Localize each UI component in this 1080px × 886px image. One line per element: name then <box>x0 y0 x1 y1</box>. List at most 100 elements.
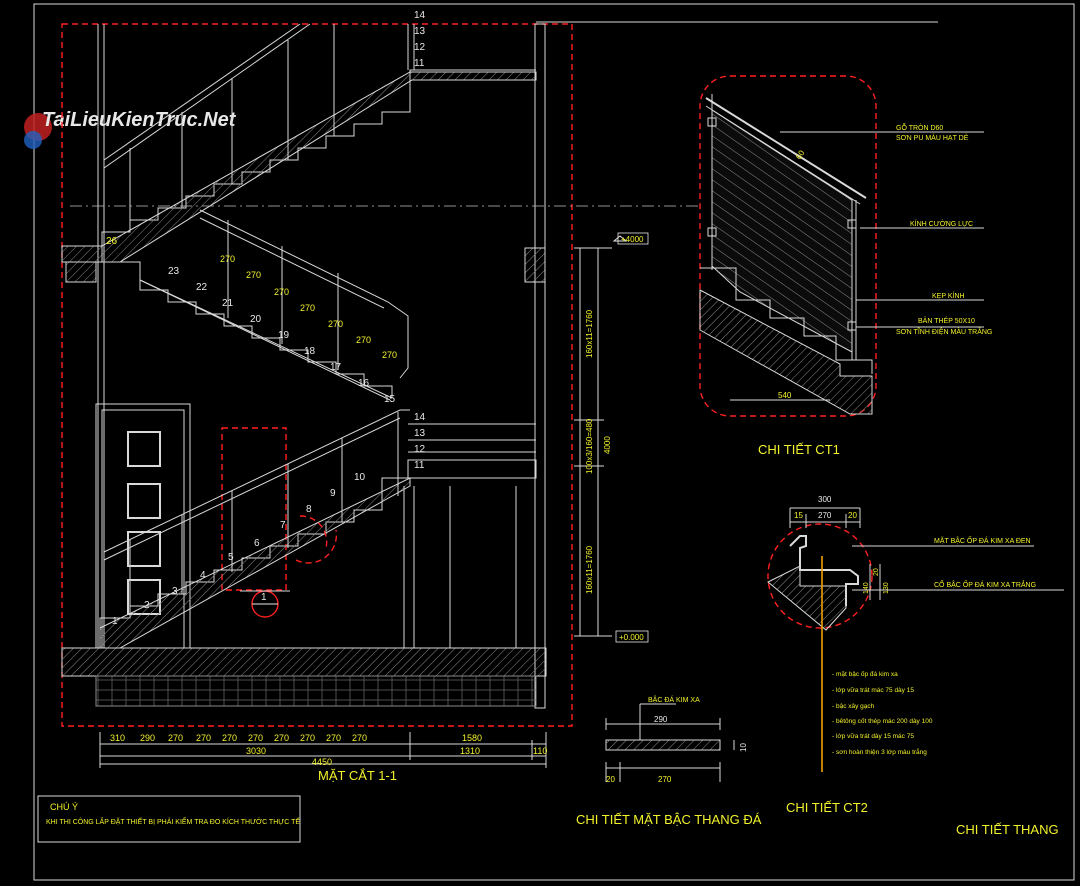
ct1-dim-bottom: 540 <box>778 391 792 400</box>
ct1-label-glass: KÍNH CƯỜNG LỰC <box>910 219 973 228</box>
section-dim_row1-10-label: 1580 <box>462 733 482 743</box>
ct2-dim-20: 20 <box>848 511 857 520</box>
ct2-layers-5-label: - sơn hoàn thiện 3 lớp màu trắng <box>832 747 927 756</box>
ct1-label-plate-paint: SƠN TĨNH ĐIỆN MÀU TRẮNG <box>896 327 992 336</box>
ct1-label-handrail-paint: SƠN PU MÀU HẠT DẺ <box>896 133 969 142</box>
flight-1-posts <box>129 412 399 618</box>
detail-ct1: 540 60 GỖ TRÒN D60 SƠN PU MÀU HẠT DẺ KÍN… <box>699 75 992 457</box>
level-markers: +4000 +0.000 <box>612 232 649 643</box>
section-dim_row1-1-label: 290 <box>140 733 155 743</box>
section-flight1_steps-3-label: 4 <box>200 570 206 581</box>
section-dim_row1-2-label: 270 <box>168 733 183 743</box>
section-step_numbers_upper-0-label: 14 <box>414 10 426 21</box>
foundation-band <box>95 675 537 707</box>
section-flight2_steps-1-label: 23 <box>168 266 180 277</box>
step-labels-flight-2: 26 23 22 21 20 19 18 17 16 15 <box>106 236 396 405</box>
tread-dim-10: 10 <box>739 743 748 752</box>
logo-text: TaiLieuKienTruc.Net <box>42 109 237 131</box>
tread-title: CHI TIẾT MẶT BẬC THANG ĐÁ <box>576 812 762 827</box>
section-flight1_steps-1-label: 2 <box>144 600 150 611</box>
sheet-frame <box>33 3 1075 881</box>
section-flight1_steps-7-label: 8 <box>306 504 312 515</box>
section-title: MẶT CẮT 1-1 <box>318 768 397 783</box>
section-step_numbers_upper-2-label: 12 <box>414 42 426 53</box>
section-flight1_steps-9-label: 10 <box>354 472 366 483</box>
ct2-title: CHI TIẾT CT2 <box>786 800 868 815</box>
flight-2-posts <box>227 220 339 370</box>
section-flight2_steps-3-label: 21 <box>222 298 234 309</box>
section-tread_270-4-label: 270 <box>328 319 343 329</box>
section-tread_270-0-label: 270 <box>220 254 235 264</box>
section-dim_row2-2-label: 110 <box>533 746 547 756</box>
section-tread_270-6-label: 270 <box>382 350 397 360</box>
section-flight2_steps-6-label: 18 <box>304 346 316 357</box>
note-text: KHI THI CÔNG LẮP ĐẶT THIẾT BỊ PHẢI KIỂM … <box>46 816 300 826</box>
note-title: CHÚ Ý <box>50 802 78 812</box>
section-dim_row1-7-label: 270 <box>300 733 315 743</box>
level-bottom: +0.000 <box>619 633 644 642</box>
ct2-layers-4-label: - lớp vữa trát dày 15 mác 75 <box>832 733 914 740</box>
ct2-label-top: MẶT BẬC ỐP ĐÁ KIM XA ĐEN <box>934 535 1031 545</box>
level-top: +4000 <box>621 235 644 244</box>
detail-tread: BẬC ĐÁ KIM XA 290 10 20 270 CHI TIẾT MẶT… <box>576 695 762 827</box>
section-dim_row2-1-label: 1310 <box>460 746 480 756</box>
section-flight1_steps-6-label: 7 <box>280 520 286 531</box>
section-vert_dims-1-label: 100x3/160=480 <box>585 418 594 474</box>
section-step_numbers_upper-1-label: 13 <box>414 26 426 37</box>
section-flight1_steps-4-label: 5 <box>228 552 234 563</box>
vertical-dimensions: 160x11=1760 100x3/160=480 4000 160x11=17… <box>574 247 612 637</box>
step-labels-mid: 14 13 12 11 <box>414 412 426 471</box>
section-flight1_steps-5-label: 6 <box>254 538 260 549</box>
section-tread_270-1-label: 270 <box>246 270 261 280</box>
tread-dim-20: 20 <box>606 775 615 784</box>
ct1-label-handrail: GỖ TRÒN D60 <box>896 123 943 132</box>
ct2-layers-0-label: - mặt bậc ốp đá kim xa <box>832 669 898 678</box>
section-flight1_steps-0-label: 1 <box>112 616 118 627</box>
section-flight2_steps-7-label: 17 <box>330 362 342 373</box>
ct2-dims_side-0-label: 140 <box>863 582 870 594</box>
ct1-label-plate: BẢN THÉP 50X10 <box>918 316 975 325</box>
ct2-dim-300: 300 <box>818 495 832 504</box>
section-callout: 1 <box>240 590 290 618</box>
flight-1-slab <box>99 477 411 649</box>
section-dim_row1-0-label: 310 <box>110 733 125 743</box>
flight-3-slab <box>101 71 537 263</box>
section-dim_row1-8-label: 270 <box>326 733 341 743</box>
ct1-title: CHI TIẾT CT1 <box>758 442 840 457</box>
section-boundary <box>61 23 573 727</box>
section-vert_dims-3-label: 160x11=1760 <box>585 545 594 594</box>
sheet-title: CHI TIẾT THANG <box>956 822 1059 837</box>
ct2-dims_side-2-label: 130 <box>883 582 890 594</box>
callout-mark: 1 <box>261 592 267 603</box>
section-step_numbers_mid-1-label: 13 <box>414 428 426 439</box>
section-vert_dims-2-label: 4000 <box>603 436 612 454</box>
section-flight2_steps-2-label: 22 <box>196 282 208 293</box>
section-dim_row2-0-label: 3030 <box>246 746 266 756</box>
section-step_numbers_mid-3-label: 11 <box>414 460 425 471</box>
ct2-dim-15: 15 <box>794 511 803 520</box>
section-dim_row1-5-label: 270 <box>248 733 263 743</box>
horizontal-dimensions: 310 290 270 270 270 270 270 270 270 270 … <box>99 732 547 768</box>
section-tread_270-3-label: 270 <box>300 303 315 313</box>
section-tread_270-2-label: 270 <box>274 287 289 297</box>
section-flight2_steps-4-label: 20 <box>250 314 262 325</box>
ct2-dims_side-1-label: 20 <box>873 568 880 576</box>
section-step_numbers_upper-3-label: 11 <box>414 58 425 69</box>
step-labels-top: 14 13 12 11 <box>414 10 426 69</box>
section-step_numbers_mid-2-label: 12 <box>414 444 426 455</box>
logo: TaiLieuKienTruc.Net <box>24 109 237 149</box>
note-box: CHÚ Ý KHI THI CÔNG LẮP ĐẶT THIẾT BỊ PHẢI… <box>37 795 301 843</box>
detail-ct2: 300 15 270 20 140 20 130 MẶT BẬC ỐP ĐÁ K… <box>767 495 1064 815</box>
tread-dims-270: 270 270 270 270 270 270 270 <box>220 254 397 360</box>
step-labels-flight-1: 1 2 3 4 5 6 7 8 9 10 <box>112 472 366 627</box>
tread-dim-290: 290 <box>654 715 668 724</box>
section-flight2_steps-5-label: 19 <box>278 330 290 341</box>
section-dim_row1-3-label: 270 <box>196 733 211 743</box>
flight-3-posts <box>129 24 335 232</box>
section-step_numbers_mid-0-label: 14 <box>414 412 426 423</box>
section-flight2_steps-8-label: 16 <box>358 378 370 389</box>
section-flight1_steps-8-label: 9 <box>330 488 336 499</box>
ct1-label-clamp: KẸP KÍNH <box>932 291 965 300</box>
ct2-layers-1-label: - lớp vữa trát mác 75 dày 15 <box>832 687 914 694</box>
